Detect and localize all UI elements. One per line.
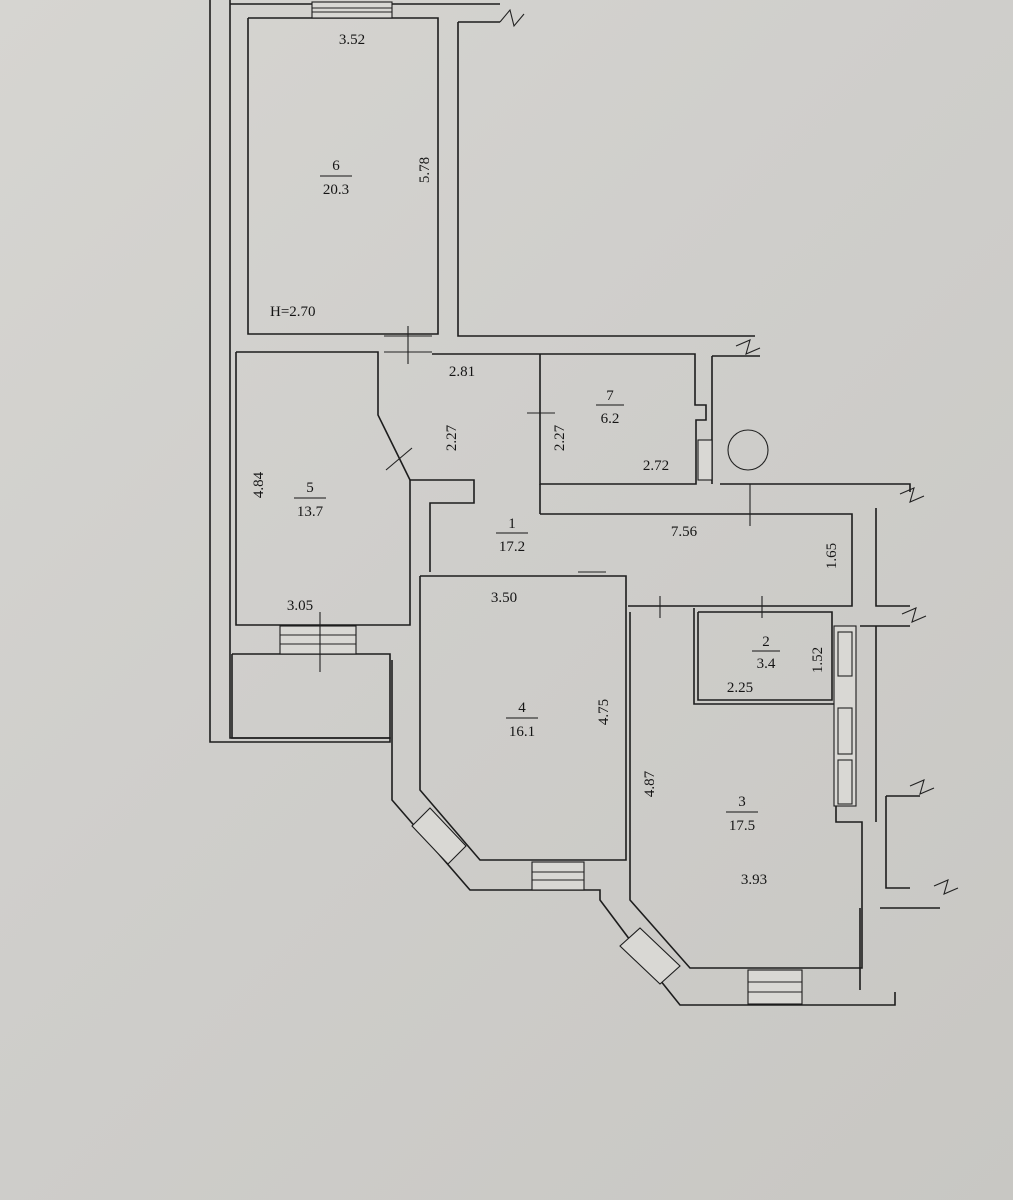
window-room-3 [747, 969, 803, 1005]
dim-r6-width: 3.52 [339, 32, 365, 48]
room-3-walls [629, 612, 863, 969]
svg-text:16.1: 16.1 [509, 724, 535, 740]
balcony-walls [231, 653, 391, 739]
dim-r5-height: 4.84 [251, 471, 267, 498]
svg-text:4: 4 [518, 700, 526, 716]
svg-text:17.2: 17.2 [499, 539, 525, 555]
right-exterior-wall [859, 508, 940, 990]
break-marks [499, 8, 959, 895]
window-room-6 [311, 1, 393, 19]
room-7-right-wall [711, 355, 760, 484]
ceiling-height: H=2.70 [270, 304, 316, 320]
svg-text:2: 2 [762, 634, 770, 650]
svg-text:6.2: 6.2 [601, 411, 620, 427]
room-7-label: 7 6.2 [596, 388, 624, 427]
walls [209, 0, 940, 1006]
room-4-label: 4 16.1 [506, 700, 538, 740]
dim-corridor-right: 2.27 [552, 424, 568, 451]
room-2-label: 2 3.4 [752, 634, 780, 672]
dim-corridor-left: 2.27 [444, 424, 460, 451]
window-room-4-bay [411, 807, 467, 865]
corridor-top-wall [432, 353, 707, 485]
room-5-label: 5 13.7 [294, 480, 326, 520]
svg-text:1: 1 [508, 516, 516, 532]
dim-r4-width: 3.50 [491, 590, 517, 606]
dim-hall-height: 1.65 [824, 543, 840, 569]
room-5-walls [235, 352, 475, 626]
dim-r6-length: 5.78 [417, 157, 433, 183]
room-6-label: 6 20.3 [320, 158, 352, 198]
hall-walls [539, 483, 911, 607]
doors [319, 326, 769, 672]
dim-hall-length: 7.56 [671, 524, 698, 540]
window-room-5 [279, 625, 357, 655]
room-3-label: 3 17.5 [726, 794, 758, 834]
svg-text:5: 5 [306, 480, 314, 496]
svg-text:7: 7 [606, 388, 614, 404]
svg-text:17.5: 17.5 [729, 818, 755, 834]
riser-symbol [727, 429, 769, 471]
dim-r4-height: 4.75 [596, 699, 612, 725]
room-labels: 6 20.3 5 13.7 7 6.2 1 17.2 4 16.1 2 3.4 [294, 158, 780, 834]
room-5-top-wall [236, 351, 411, 481]
svg-text:3: 3 [738, 794, 746, 810]
window-room-4 [531, 861, 585, 891]
room-4-walls [419, 575, 627, 861]
dim-r5-width: 3.05 [287, 598, 313, 614]
window-right-side [833, 625, 857, 807]
dim-r2-width: 2.25 [727, 680, 753, 696]
dim-corridor-width: 2.81 [449, 364, 475, 380]
svg-text:20.3: 20.3 [323, 182, 349, 198]
dim-r2-height: 1.52 [810, 647, 826, 673]
svg-text:3.4: 3.4 [757, 656, 776, 672]
window-room-3-bay [619, 927, 681, 985]
room-2-walls [697, 611, 833, 701]
svg-text:13.7: 13.7 [297, 504, 324, 520]
dim-r7-width: 2.72 [643, 458, 669, 474]
dim-r3-width: 3.93 [741, 872, 767, 888]
room-1-label: 1 17.2 [496, 516, 528, 555]
room-2-outer [693, 608, 836, 705]
windows [279, 1, 857, 1005]
dim-r3-height: 4.87 [642, 770, 658, 797]
svg-text:6: 6 [332, 158, 340, 174]
left-exterior-wall [209, 0, 391, 743]
dimension-labels: 3.52 5.78 H=2.70 4.84 3.05 2.81 2.27 2.2… [251, 32, 840, 888]
room-6-right-wall [457, 22, 755, 337]
